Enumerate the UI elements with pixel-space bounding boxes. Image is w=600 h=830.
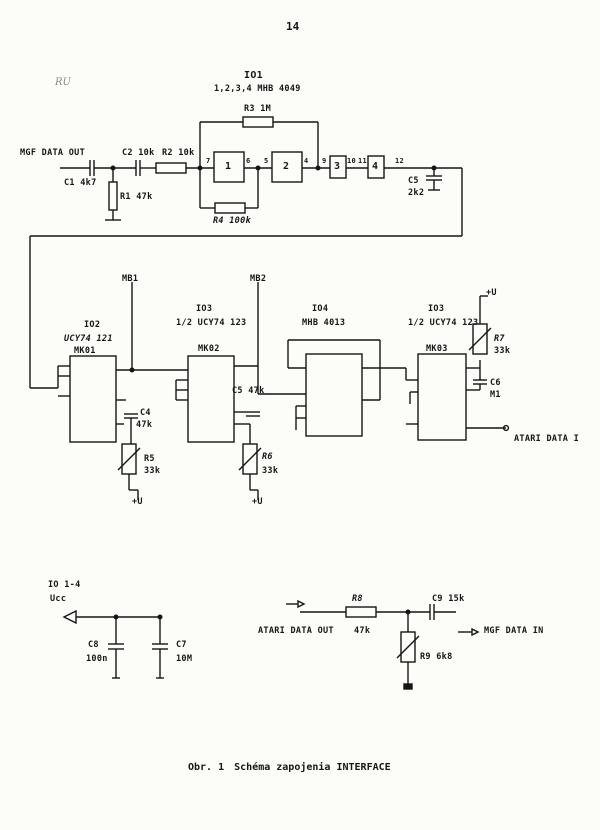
io3b-type: 1/2 UCY74 123 bbox=[408, 318, 479, 328]
gate-2-label: 2 bbox=[283, 161, 290, 172]
c7-label: C7 bbox=[176, 640, 187, 650]
mgf-data-in-label: MGF DATA IN bbox=[484, 626, 544, 636]
r6-label: R6 bbox=[262, 452, 273, 462]
mk01-label: MK01 bbox=[74, 346, 96, 356]
atari-data-in-label: ATARI DATA I bbox=[514, 434, 580, 444]
r5-label: R5 bbox=[144, 454, 155, 464]
c5-value: 2k2 bbox=[408, 188, 425, 198]
c7-value: 10M bbox=[176, 654, 193, 664]
r3-label: R3 1M bbox=[244, 104, 272, 114]
ucc-label: Ucc bbox=[50, 594, 67, 604]
io3a-type: 1/2 UCY74 123 bbox=[176, 318, 247, 328]
r4-label: R4 100k bbox=[213, 216, 251, 226]
c8-label: C8 bbox=[88, 640, 99, 650]
mgf-data-out-label: MGF DATA OUT bbox=[20, 148, 86, 158]
io1-title: IO1 bbox=[244, 70, 263, 81]
pin-6: 6 bbox=[246, 157, 251, 165]
r6-value: 33k bbox=[262, 466, 279, 476]
pin-4: 4 bbox=[304, 157, 309, 165]
gate-4-label: 4 bbox=[372, 161, 379, 172]
page-number: 14 bbox=[286, 20, 300, 33]
c6-value: M1 bbox=[490, 390, 501, 400]
c5-label: C5 bbox=[408, 176, 419, 186]
figure-caption: Obr. 1 Schéma zapojenia INTERFACE bbox=[188, 762, 401, 773]
pin-9: 9 bbox=[322, 157, 327, 165]
c2-label: C2 10k bbox=[122, 148, 155, 158]
io-1-4-label: IO 1-4 bbox=[48, 580, 81, 590]
atari-data-out-label: ATARI DATA OUT bbox=[258, 626, 334, 636]
mk03-label: MK03 bbox=[426, 344, 448, 354]
pin-11: 11 bbox=[358, 157, 368, 165]
c6-label: C6 bbox=[490, 378, 501, 388]
mb1-label: MB1 bbox=[122, 274, 139, 284]
pin-10: 10 bbox=[347, 157, 357, 165]
c8-value: 100n bbox=[86, 654, 108, 664]
c5b-label: C5 47k bbox=[232, 386, 265, 396]
mb2-label: MB2 bbox=[250, 274, 267, 284]
c1-label: C1 4k7 bbox=[64, 178, 97, 188]
r1-label: R1 47k bbox=[120, 192, 153, 202]
pin-7: 7 bbox=[206, 157, 211, 165]
c4-value: 47k bbox=[136, 420, 153, 430]
mk02-label: MK02 bbox=[198, 344, 220, 354]
io2-label: IO2 bbox=[84, 320, 101, 330]
plus-u-r5: +U bbox=[132, 497, 143, 507]
r7-value: 33k bbox=[494, 346, 511, 356]
io3b-label: IO3 bbox=[428, 304, 445, 314]
r5-value: 33k bbox=[144, 466, 161, 476]
c9-label: C9 15k bbox=[432, 594, 465, 604]
caption-text: Schéma zapojenia INTERFACE bbox=[234, 762, 391, 773]
io4-label: IO4 bbox=[312, 304, 329, 314]
r2-label: R2 10k bbox=[162, 148, 195, 158]
pin-12: 12 bbox=[395, 157, 405, 165]
io2-type: UCY74 121 bbox=[64, 334, 113, 344]
pin-5: 5 bbox=[264, 157, 269, 165]
r8-label: R8 bbox=[352, 594, 363, 604]
r7-label: R7 bbox=[494, 334, 505, 344]
c4-label: C4 bbox=[140, 408, 151, 418]
io4-type: MHB 4013 bbox=[302, 318, 346, 328]
plus-u-r6: +U bbox=[252, 497, 263, 507]
handwritten-note: RU bbox=[55, 77, 71, 88]
gate-3-label: 3 bbox=[334, 161, 341, 172]
gate-1-label: 1 bbox=[225, 161, 232, 172]
io1-description: 1,2,3,4 MHB 4049 bbox=[214, 84, 301, 94]
plus-u-top: +U bbox=[486, 288, 497, 298]
r8-value: 47k bbox=[354, 626, 371, 636]
caption-prefix: Obr. 1 bbox=[188, 762, 225, 773]
r9-label: R9 6k8 bbox=[420, 652, 453, 662]
io3a-label: IO3 bbox=[196, 304, 213, 314]
